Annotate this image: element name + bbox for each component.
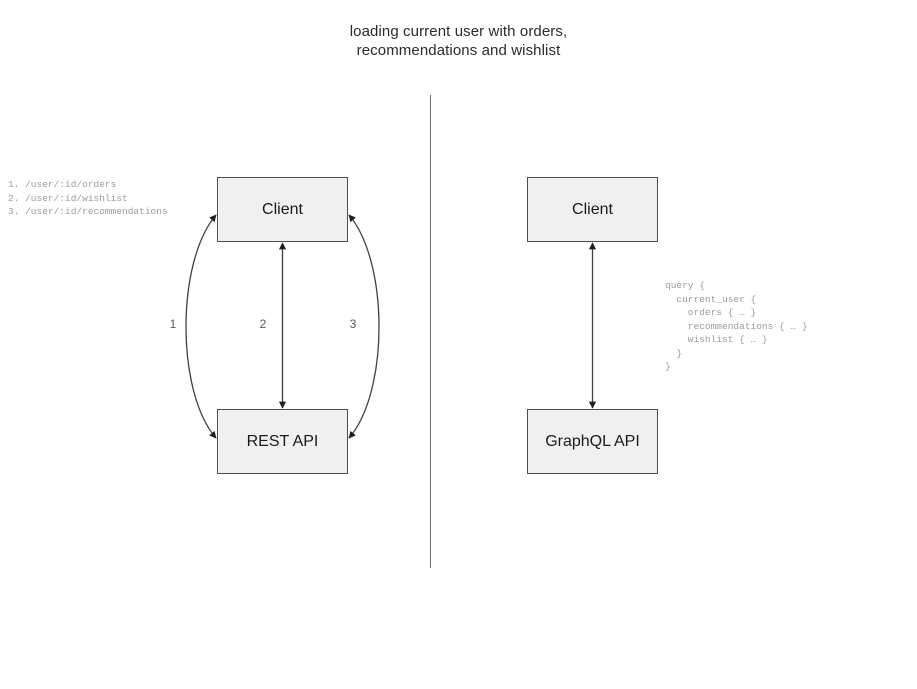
- node-client-graphql-label: Client: [572, 200, 613, 218]
- node-rest-api-label: REST API: [246, 432, 319, 450]
- edge-client-rest-3: [348, 214, 380, 439]
- graphql-query-annotation: query { current_user { orders { … } reco…: [665, 280, 808, 372]
- node-client-graphql[interactable]: Client: [527, 177, 658, 242]
- edge-client-rest-1: [185, 214, 217, 439]
- node-client-rest-label: Client: [262, 200, 303, 218]
- edge-label-3: 3: [349, 317, 357, 331]
- edge-label-1: 1: [169, 317, 177, 331]
- node-graphql-api[interactable]: GraphQL API: [527, 409, 658, 474]
- diagram-title-line-2: recommendations and wishlist: [356, 42, 561, 59]
- diagram-title: loading current user with orders, recomm…: [0, 22, 917, 60]
- node-rest-api[interactable]: REST API: [217, 409, 348, 474]
- rest-endpoints-annotation: 1. /user/:id/orders 2. /user/:id/wishlis…: [8, 179, 168, 217]
- vertical-divider: [430, 95, 431, 568]
- node-client-rest[interactable]: Client: [217, 177, 348, 242]
- node-graphql-api-label: GraphQL API: [545, 432, 640, 450]
- diagram-title-line-1: loading current user with orders,: [349, 23, 568, 40]
- edge-label-2: 2: [259, 317, 267, 331]
